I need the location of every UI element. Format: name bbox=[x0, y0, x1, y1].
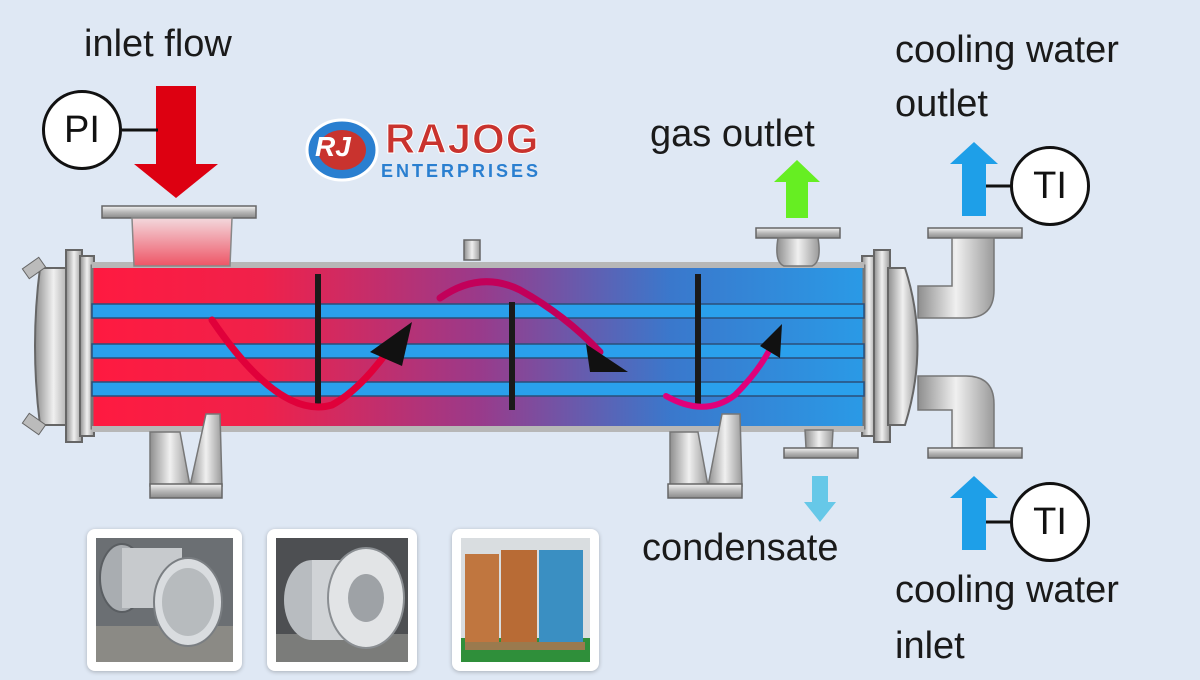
shell-top-edge bbox=[92, 262, 864, 268]
product-photo-coil-units bbox=[452, 529, 599, 671]
product-photo-tube-sheet bbox=[267, 529, 417, 671]
tube-sheet-image bbox=[276, 538, 408, 662]
condensate-label: condensate bbox=[642, 527, 839, 569]
vent-nozzle bbox=[463, 239, 481, 261]
coil-units-image bbox=[461, 538, 590, 662]
inlet-flow-arrow bbox=[134, 86, 218, 198]
cooling-water-outlet-label-line2: outlet bbox=[895, 83, 988, 125]
cooling-water-inlet-label-line2: inlet bbox=[895, 625, 965, 667]
product-photo-tube-bundle bbox=[87, 529, 242, 671]
condensate-arrow bbox=[804, 476, 836, 522]
logo-tagline: ENTERPRISES bbox=[381, 161, 542, 181]
gas-outlet-arrow bbox=[774, 160, 820, 218]
logo-mark-icon bbox=[305, 118, 379, 182]
company-logo: RJ RAJOG ENTERPRISES bbox=[305, 115, 580, 185]
tube-bundle-image bbox=[96, 538, 233, 662]
condensate-nozzle bbox=[783, 429, 859, 459]
cooling-water-outlet-pipe bbox=[917, 227, 1023, 319]
tube-bundle bbox=[91, 303, 865, 397]
shell-bottom-edge bbox=[92, 426, 864, 432]
pressure-indicator: PI bbox=[42, 90, 122, 170]
shell-flow-path bbox=[208, 278, 782, 411]
cooling-water-outlet-arrow bbox=[950, 142, 998, 216]
temperature-indicator-inlet: TI bbox=[1010, 482, 1090, 562]
gas-outlet-label: gas outlet bbox=[650, 113, 815, 155]
right-head bbox=[861, 249, 919, 443]
logo-name: RAJOG bbox=[384, 115, 540, 163]
inlet-flow-label: inlet flow bbox=[84, 23, 232, 65]
inlet-nozzle bbox=[101, 205, 257, 267]
left-head bbox=[21, 249, 95, 443]
temperature-indicator-outlet: TI bbox=[1010, 146, 1090, 226]
cooling-water-inlet-label-line1: cooling water bbox=[895, 569, 1119, 611]
cooling-water-outlet-label-line1: cooling water bbox=[895, 29, 1119, 71]
gas-outlet-nozzle bbox=[755, 227, 841, 267]
baffles bbox=[315, 274, 701, 410]
logo-mark-text: RJ bbox=[315, 131, 351, 162]
cooling-water-inlet-arrow bbox=[950, 476, 998, 550]
supports bbox=[149, 413, 743, 499]
cooling-water-inlet-pipe bbox=[917, 375, 1023, 459]
